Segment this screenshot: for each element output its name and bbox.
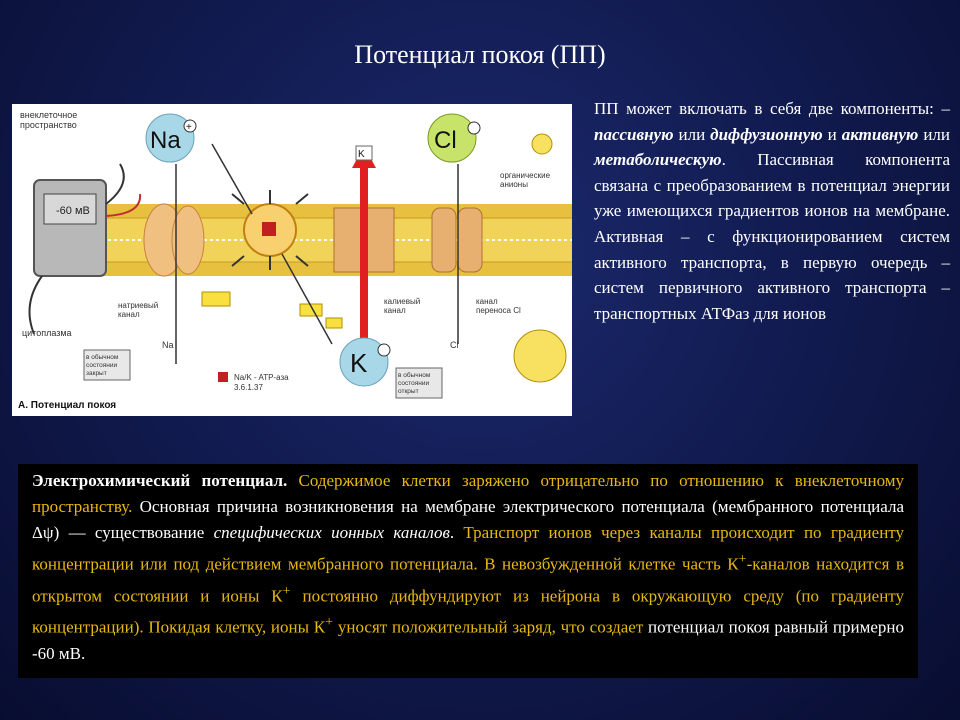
term-diffusion: диффузионную bbox=[710, 125, 823, 144]
k-channel-label: калиевый канал bbox=[384, 297, 422, 315]
term-active: активную bbox=[842, 125, 919, 144]
atp-block-3 bbox=[326, 318, 342, 328]
k-ion-label: K bbox=[350, 348, 368, 378]
cl-ion-label: Cl bbox=[434, 127, 457, 154]
side-description: ПП может включать в себя две компоненты:… bbox=[594, 96, 950, 326]
k-efflux-arrow bbox=[360, 166, 368, 362]
organic-anion-large bbox=[514, 330, 566, 382]
section-heading: Электрохимический потенциал. bbox=[32, 471, 287, 490]
slide-title: Потенциал покоя (ПП) bbox=[0, 40, 960, 70]
cytoplasm-label: цитоплазма bbox=[22, 328, 72, 338]
figure-caption: А. Потенциал покоя bbox=[18, 400, 116, 411]
na-channel-protein bbox=[144, 204, 204, 276]
na-channel-label: натриевый канал bbox=[118, 301, 160, 319]
atpase-legend-swatch bbox=[218, 372, 228, 382]
term-metabolic: метаболическую bbox=[594, 150, 722, 169]
voltmeter-reading: -60 мВ bbox=[56, 205, 90, 217]
atpase-legend-label: Na/K - ATP-аза 3.6.1.37 bbox=[234, 373, 291, 392]
electrochemical-potential-text: Электрохимический потенциал. Содержимое … bbox=[18, 464, 918, 678]
k-small-label: K bbox=[358, 149, 365, 160]
organic-anion-small bbox=[532, 134, 552, 154]
cl-inside-label: Cl bbox=[450, 340, 459, 350]
term-passive: пассивную bbox=[594, 125, 674, 144]
svg-text:+: + bbox=[186, 122, 192, 133]
extracellular-label: внеклеточное пространство bbox=[20, 110, 80, 130]
na-inside-label: Na bbox=[162, 340, 174, 350]
organic-anions-label: органические анионы bbox=[500, 171, 552, 189]
atp-block-1 bbox=[202, 292, 230, 306]
resting-potential-diagram: внеклеточное пространство -60 мВ Na + на… bbox=[12, 104, 572, 416]
na-ion-label: Na bbox=[150, 127, 181, 154]
cl-channel-label: канал переноса Cl bbox=[476, 297, 521, 315]
